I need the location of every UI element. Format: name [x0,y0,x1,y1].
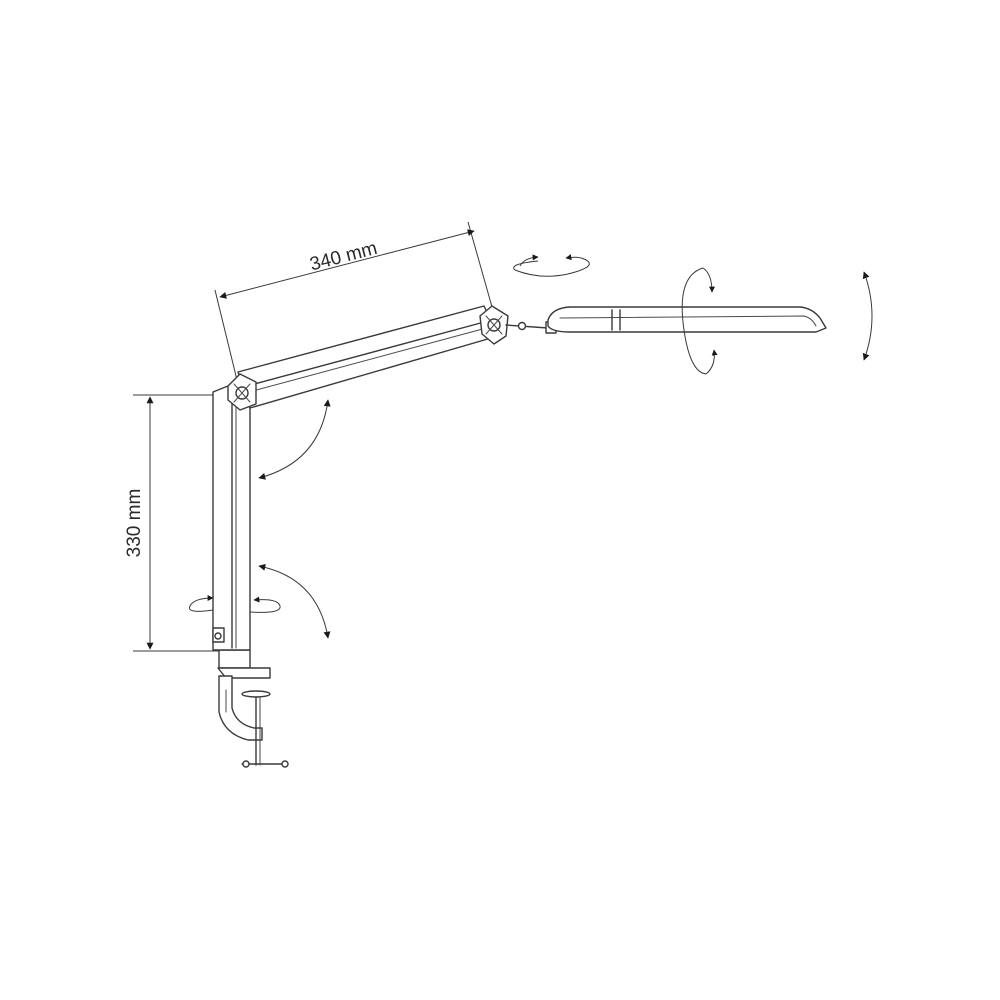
dimension-line-340 [219,229,475,299]
dimension-lower-arm: 330 mm [124,394,232,652]
lower-arm [212,381,251,651]
dimension-label-340: 340 mm [308,238,380,276]
clamp-pressure-pad [241,690,271,698]
tilt-arrow-head-vertical [862,271,873,361]
lamp-head-body [547,306,827,333]
tilt-arrow-lower-arm [258,563,331,639]
tilt-arrow-elbow [258,399,331,480]
rotation-arrows-head-horizontal [513,254,590,277]
head-connector [505,324,549,329]
clamp-collar [218,649,251,669]
extension-line-right [467,221,495,315]
clamp-body [218,675,263,741]
rotation-arrows-head-tilt [681,267,718,375]
table-clamp [217,649,289,768]
dimension-label-330: 330 mm [124,489,145,558]
upper-arm-body [237,305,499,409]
extension-line-left [214,289,238,381]
upper-arm [227,305,557,411]
lamp-head [547,306,827,333]
